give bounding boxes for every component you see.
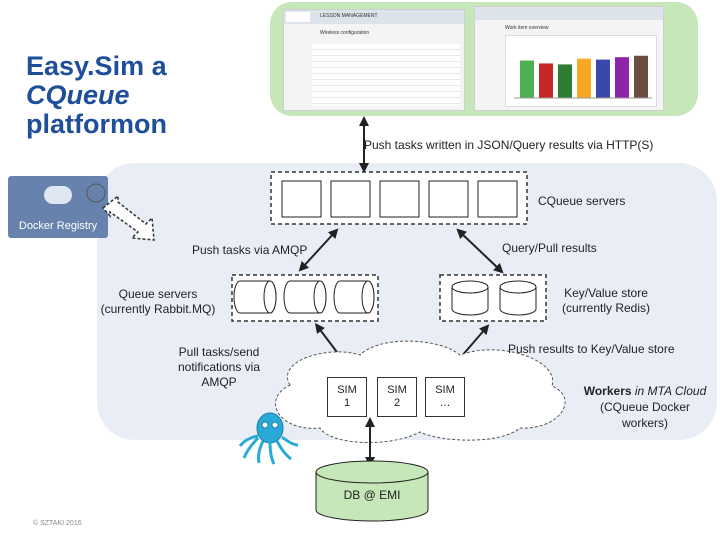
sim-worker-3-label: SIM bbox=[435, 384, 455, 396]
push-amqp-label: Push tasks via AMQP bbox=[192, 243, 308, 257]
pull-tasks-line-3: AMQP bbox=[201, 375, 237, 389]
sim-worker-2: SIM 2 bbox=[377, 377, 417, 417]
screenshot-subheader-left: Wireless configuration bbox=[320, 30, 370, 36]
title-line-1: Easy.Sim a bbox=[26, 51, 167, 81]
db-cylinder-top bbox=[315, 460, 429, 484]
db-label: DB @ EMI bbox=[343, 488, 401, 502]
pull-tasks-label: Pull tasks/send notifications via AMQP bbox=[160, 345, 278, 390]
mini-chart-bar bbox=[596, 59, 610, 98]
kv-cylinder-1-top bbox=[451, 280, 489, 294]
results-chart-area bbox=[505, 35, 657, 107]
sync-icon bbox=[86, 183, 106, 203]
queue-cylinder-2-end bbox=[313, 280, 327, 314]
workers-label: Workers in MTA Cloud (CQueue Docker work… bbox=[570, 383, 720, 431]
mini-chart-bar bbox=[558, 64, 572, 98]
mini-chart-bar bbox=[520, 60, 534, 98]
cqueue-server-2 bbox=[330, 180, 371, 218]
sim-worker-3-id: … bbox=[439, 397, 451, 409]
workers-title: Workers bbox=[583, 384, 632, 398]
mini-chart-bar bbox=[539, 63, 553, 98]
cloud-icon bbox=[44, 186, 72, 204]
kv-cylinder-2-top bbox=[499, 280, 537, 294]
workers-line-3: workers) bbox=[621, 416, 668, 430]
octopus-icon bbox=[238, 412, 299, 465]
query-pull-label: Query/Pull results bbox=[502, 241, 597, 255]
mini-chart-bar bbox=[634, 55, 648, 98]
cqueue-servers-label: CQueue servers bbox=[538, 194, 626, 208]
pull-tasks-line-1: Pull tasks/send bbox=[178, 345, 260, 359]
amqp-arrow bbox=[298, 228, 339, 272]
config-table bbox=[312, 44, 460, 106]
kv-cylinder-2 bbox=[499, 287, 537, 316]
http-label: Push tasks written in JSON/Query results… bbox=[364, 138, 654, 152]
web-screenshot-results: Work item overview bbox=[474, 6, 664, 111]
results-mini-chart bbox=[514, 55, 652, 99]
workers-line-2: (CQueue Docker bbox=[599, 400, 691, 414]
workers-location: in MTA Cloud bbox=[631, 384, 707, 398]
sim-worker-2-label: SIM bbox=[387, 384, 407, 396]
cqueue-server-5 bbox=[477, 180, 518, 218]
web-screenshot-config: LESSON MANAGEMENT Wireless configuration bbox=[283, 9, 465, 111]
kv-cylinder-1 bbox=[451, 287, 489, 316]
queue-servers-subtitle: (currently Rabbit.MQ) bbox=[100, 302, 216, 316]
kv-store-subtitle: (currently Redis) bbox=[561, 301, 651, 315]
cqueue-server-3 bbox=[379, 180, 420, 218]
queue-cylinder-1-end bbox=[263, 280, 277, 314]
mini-chart-bar bbox=[577, 58, 591, 98]
title-line-2: CQueue bbox=[26, 80, 130, 110]
screenshot-header-left: LESSON MANAGEMENT bbox=[320, 13, 378, 19]
kv-store-label: Key/Value store (currently Redis) bbox=[548, 286, 664, 316]
queue-cylinder-3-end bbox=[361, 280, 375, 314]
docker-registry: Docker Registry bbox=[8, 176, 108, 238]
sim-worker-1: SIM 1 bbox=[327, 377, 367, 417]
screenshot-header-right: Work item overview bbox=[505, 25, 549, 31]
workers-cloud bbox=[275, 340, 566, 444]
sim-worker-1-id: 1 bbox=[343, 397, 351, 409]
sim-worker-3: SIM … bbox=[425, 377, 465, 417]
query-pull-arrow bbox=[456, 228, 504, 274]
mini-chart-bar bbox=[615, 57, 629, 98]
pull-tasks-line-2: notifications via bbox=[177, 360, 261, 374]
sim-worker-1-label: SIM bbox=[337, 384, 357, 396]
docker-pull-arrow bbox=[101, 194, 155, 241]
db-cylinder bbox=[315, 472, 429, 522]
kv-store-title: Key/Value store bbox=[564, 286, 648, 300]
push-results-label: Push results to Key/Value store bbox=[508, 342, 675, 356]
queue-servers-label: Queue servers (currently Rabbit.MQ) bbox=[78, 287, 238, 317]
cqueue-server-1 bbox=[281, 180, 322, 218]
copyright: © SZTAKI 2016 bbox=[33, 520, 82, 527]
page-title: Easy.Sim a CQueue platformon bbox=[26, 52, 167, 139]
title-line-3: platformon bbox=[26, 109, 167, 139]
queue-servers-title: Queue servers bbox=[118, 287, 198, 301]
cqueue-server-4 bbox=[428, 180, 469, 218]
docker-registry-label: Docker Registry bbox=[18, 220, 98, 232]
sim-worker-2-id: 2 bbox=[393, 397, 401, 409]
